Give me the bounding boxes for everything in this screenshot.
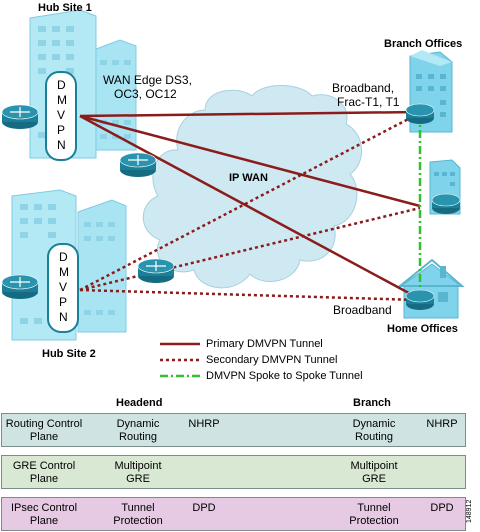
gre-plane-line2: Plane	[29, 473, 59, 485]
headend-dynamic-routing-line1: Dynamic	[116, 418, 160, 430]
hub1-dmvpn-router	[45, 71, 77, 161]
home-router-icon	[405, 289, 435, 310]
branch-tunnel-protection-line2: Protection	[349, 515, 399, 527]
ipsec-plane-line2: Plane	[29, 515, 59, 527]
branch-dynamic-routing-line2: Routing	[355, 431, 393, 443]
hub1-router-icon	[1, 104, 39, 129]
headend-tunnel-protection-line2: Protection	[113, 515, 163, 527]
ipsec-control-row	[1, 497, 466, 531]
table-header-branch: Branch	[353, 397, 391, 409]
hub2-router-icon	[1, 274, 39, 299]
figure-id: 148912	[466, 499, 473, 523]
network-topology	[1, 9, 465, 378]
routing-control-row	[1, 413, 466, 447]
home-offices-title: Home Offices	[387, 323, 458, 335]
headend-multipoint-gre-line1: Multipoint	[114, 460, 162, 472]
hub1-wan-edge-line2: OC3, OC12	[114, 87, 177, 101]
primary-tunnels	[79, 110, 421, 300]
branch-nhrp: NHRP	[426, 418, 458, 430]
branch-multipoint-gre-line2: GRE	[362, 473, 386, 485]
routing-plane-line1: Routing Control	[5, 418, 83, 430]
headend-dynamic-routing-line2: Routing	[119, 431, 157, 443]
branch-router-icon-2	[431, 193, 461, 214]
hub1-dmvpn-label: DMVPN	[57, 78, 67, 152]
routing-plane-line2: Plane	[29, 431, 59, 443]
legend-primary-label: Primary DMVPN Tunnel	[206, 338, 323, 350]
legend-spoke-label: DMVPN Spoke to Spoke Tunnel	[206, 370, 363, 382]
gre-plane-line1: GRE Control	[12, 460, 76, 472]
branch-dynamic-routing-line1: Dynamic	[352, 418, 396, 430]
hub2-dmvpn-label: DMVPN	[59, 250, 69, 324]
hub2-dmvpn-router	[47, 243, 79, 333]
ip-wan-label: IP WAN	[229, 172, 268, 184]
hub1-wan-edge-line1: WAN Edge DS3,	[103, 73, 192, 87]
home-link-label: Broadband	[333, 303, 392, 317]
headend-tunnel-protection-line1: Tunnel	[121, 502, 155, 514]
ipsec-plane-line1: IPsec Control	[10, 502, 78, 514]
hub1-label: Hub Site 1	[38, 2, 92, 14]
legend-secondary-label: Secondary DMVPN Tunnel	[206, 354, 338, 366]
headend-nhrp: NHRP	[188, 418, 220, 430]
hub2-wan-router-icon	[137, 258, 175, 283]
branch-tunnel-protection-line1: Tunnel	[357, 502, 391, 514]
branch-link-line1: Broadband,	[332, 81, 395, 95]
hub2-label: Hub Site 2	[42, 348, 96, 360]
headend-dpd: DPD	[192, 502, 216, 514]
branch-multipoint-gre-line1: Multipoint	[350, 460, 398, 472]
gre-control-row	[1, 455, 466, 489]
branch-link-line2: Frac-T1, T1	[337, 95, 400, 109]
branch-router-icon	[405, 103, 435, 124]
table-header-headend: Headend	[116, 397, 163, 409]
headend-multipoint-gre-line2: GRE	[126, 473, 150, 485]
hub1-wan-router-icon	[119, 152, 157, 177]
branch-offices-title: Branch Offices	[384, 38, 463, 50]
secondary-tunnels	[79, 112, 421, 302]
branch-dpd: DPD	[430, 502, 454, 514]
home-office-house	[397, 258, 465, 319]
